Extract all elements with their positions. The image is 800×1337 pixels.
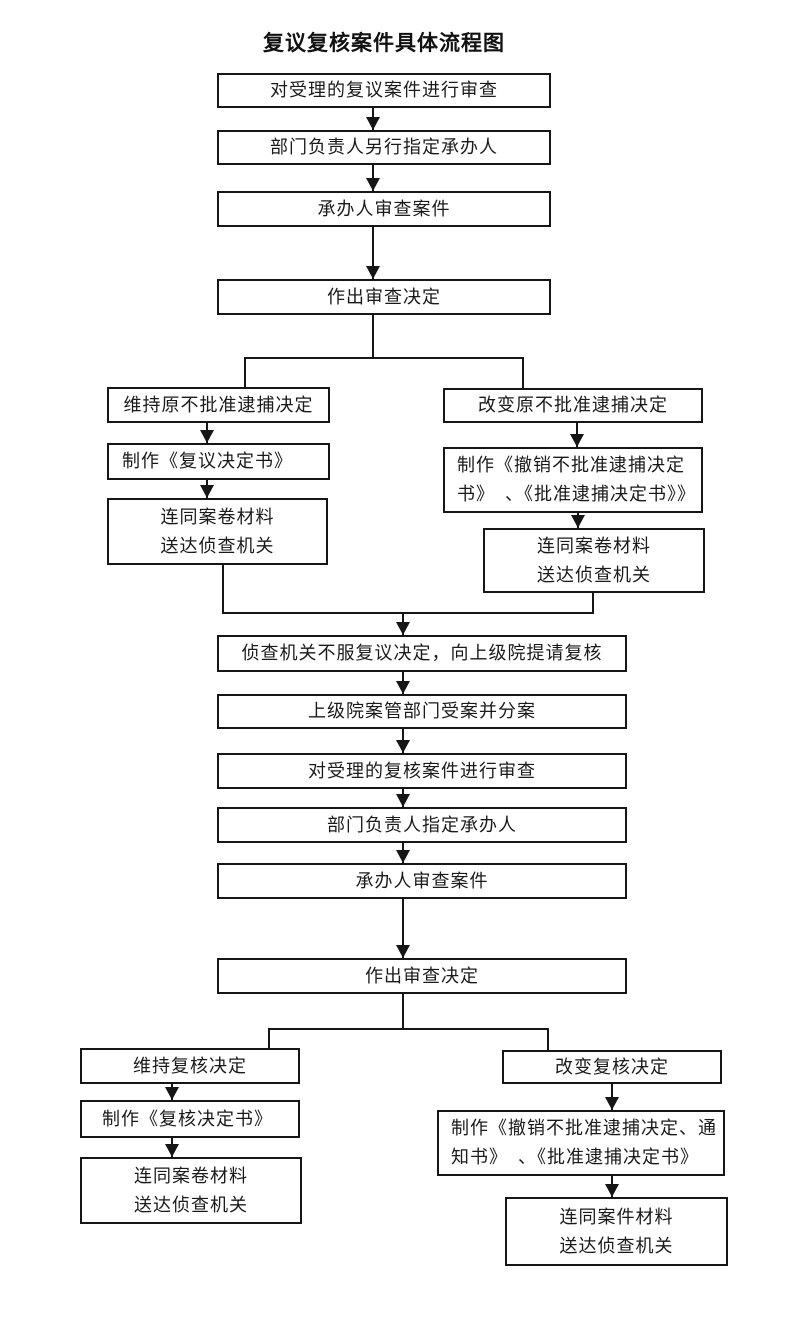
flow-step-label: 承办人审查案件 — [355, 870, 489, 891]
flow-line — [372, 315, 374, 359]
arrow-down-icon — [396, 850, 410, 863]
flow-box-uphold-review-decision: 维持复核决定 — [80, 1048, 300, 1084]
flow-box-make-revocation-docs-1: 制作《撤销不批准逮捕决定 书》 、《批准逮捕决定书》》 — [443, 447, 703, 513]
flow-step-label: 制作《撤销不批准逮捕决定 — [457, 455, 685, 475]
flow-line — [222, 612, 594, 614]
flow-box-change-review-decision: 改变复核决定 — [502, 1050, 722, 1084]
flow-box-change-original-no-arrest-decision: 改变原不批准逮捕决定 — [443, 388, 703, 423]
flow-step-label: 改变复核决定 — [555, 1056, 669, 1077]
flow-step-label: 对受理的复议案件进行审查 — [270, 80, 498, 100]
flow-step-label: 上级院案管部门受案并分案 — [308, 701, 536, 721]
flow-step-label: 送达侦查机关 — [134, 1194, 248, 1215]
arrow-down-icon — [200, 485, 214, 498]
arrow-down-icon — [571, 515, 585, 528]
flow-box-handler-reviews-case-2: 承办人审查案件 — [217, 863, 627, 899]
flow-line — [244, 357, 246, 387]
flow-step-label: 部门负责人指定承办人 — [327, 814, 517, 835]
flow-step-label: 改变原不批准逮捕决定 — [478, 395, 668, 415]
flow-line — [268, 1028, 549, 1030]
flow-box-review-reconsideration-case: 对受理的复议案件进行审查 — [217, 73, 551, 108]
arrow-down-icon — [200, 430, 214, 443]
flow-box-deliver-case-file-materials-2: 连同案卷材料 送达侦查机关 — [483, 528, 705, 593]
flow-step-label: 制作《复核决定书》 — [102, 1108, 273, 1129]
arrow-down-icon — [605, 1097, 619, 1110]
flow-step-label: 作出审查决定 — [365, 965, 479, 986]
flow-step-label: 部门负责人另行指定承办人 — [270, 137, 498, 157]
page-title: 复议复核案件具体流程图 — [263, 31, 505, 55]
flow-box-handler-reviews-case-1: 承办人审查案件 — [217, 191, 551, 227]
arrow-down-icon — [396, 622, 410, 635]
arrow-down-icon — [366, 117, 380, 130]
flow-step-label: 作出审查决定 — [327, 286, 441, 307]
flow-box-make-revocation-docs-2: 制作《撤销不批准逮捕决定、通 知书》 、《批准逮捕决定书》 — [437, 1110, 725, 1176]
flow-box-make-review-decision-2: 作出审查决定 — [217, 958, 627, 994]
flow-step-label: 送达侦查机关 — [160, 535, 275, 556]
arrow-down-icon — [366, 178, 380, 191]
flow-step-label: 连同案卷材料 — [537, 535, 651, 556]
flow-box-make-reconsideration-decision-doc: 制作《复议决定书》 — [107, 443, 330, 480]
flow-line — [222, 565, 224, 614]
flow-step-label: 连同案卷材料 — [160, 506, 275, 527]
flow-step-label: 侦查机关不服复议决定，向上级院提请复核 — [241, 643, 603, 663]
flow-step-label: 送达侦查机关 — [559, 1235, 674, 1256]
flow-step-label: 送达侦查机关 — [537, 564, 651, 585]
arrow-down-icon — [605, 1184, 619, 1197]
flow-line — [372, 227, 374, 279]
flow-step-label: 书》 、《批准逮捕决定书》》 — [457, 484, 696, 504]
flow-box-deliver-case-file-materials-3: 连同案卷材料 送达侦查机关 — [80, 1157, 302, 1224]
flow-box-deliver-case-materials-4: 连同案件材料 送达侦查机关 — [505, 1197, 728, 1266]
flow-line — [402, 899, 404, 958]
flow-line — [592, 593, 594, 614]
flow-box-assign-handler: 部门负责人指定承办人 — [217, 807, 627, 843]
flow-step-label: 知书》 、《批准逮捕决定书》 — [451, 1147, 699, 1167]
flow-line — [268, 1028, 270, 1048]
flow-step-label: 制作《复议决定书》 — [122, 451, 293, 471]
flow-box-review-review-case: 对受理的复核案件进行审查 — [217, 753, 627, 789]
flow-box-make-review-decision-doc: 制作《复核决定书》 — [80, 1100, 300, 1138]
flow-box-higher-court-accepts-and-assigns-case: 上级院案管部门受案并分案 — [217, 694, 627, 729]
arrow-down-icon — [165, 1087, 179, 1100]
flow-step-label: 维持复核决定 — [133, 1055, 247, 1076]
arrow-down-icon — [396, 945, 410, 958]
flow-step-label: 连同案件材料 — [559, 1206, 674, 1227]
arrow-down-icon — [396, 740, 410, 753]
flow-box-deliver-case-file-materials-1: 连同案卷材料 送达侦查机关 — [107, 498, 328, 565]
arrow-down-icon — [570, 434, 584, 447]
flow-line — [547, 1028, 549, 1050]
flow-box-make-review-decision-1: 作出审查决定 — [217, 279, 551, 315]
flow-box-assign-new-handler: 部门负责人另行指定承办人 — [217, 130, 551, 165]
flow-step-label: 对受理的复核案件进行审查 — [308, 760, 536, 781]
arrow-down-icon — [366, 266, 380, 279]
arrow-down-icon — [396, 794, 410, 807]
flow-box-uphold-original-no-arrest-decision: 维持原不批准逮捕决定 — [107, 387, 330, 423]
flow-line — [244, 357, 524, 359]
flow-step-label: 连同案卷材料 — [134, 1165, 248, 1186]
flow-step-label: 承办人审查案件 — [317, 198, 451, 219]
flow-line — [522, 357, 524, 388]
flow-step-label: 制作《撤销不批准逮捕决定、通 — [451, 1118, 717, 1138]
arrow-down-icon — [165, 1144, 179, 1157]
arrow-down-icon — [396, 681, 410, 694]
flow-box-request-review-to-higher-court: 侦查机关不服复议决定，向上级院提请复核 — [217, 635, 627, 672]
flow-step-label: 维持原不批准逮捕决定 — [123, 394, 314, 415]
flow-line — [402, 994, 404, 1030]
